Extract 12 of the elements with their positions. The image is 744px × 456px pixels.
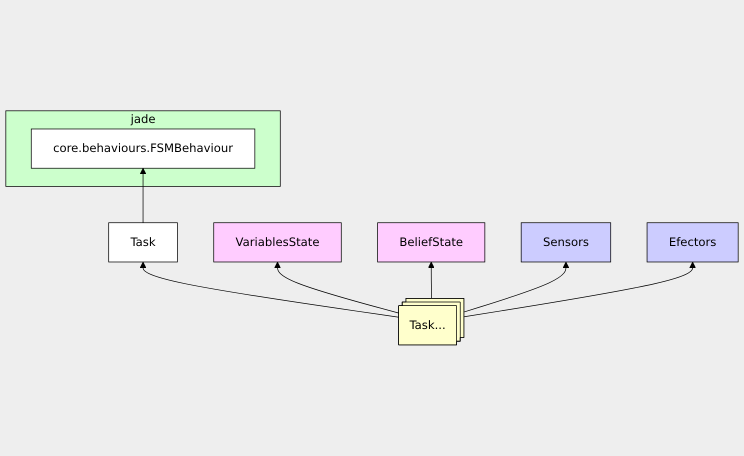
node-box: Sensors (520, 222, 612, 263)
node-box: Task (108, 222, 178, 263)
node-box: VariablesState (213, 222, 342, 263)
node-box: core.behaviours.FSMBehaviour (30, 128, 256, 169)
arrow (428, 262, 434, 300)
node-box: BeliefState (377, 222, 486, 263)
arrow (464, 262, 696, 318)
arrow (140, 262, 400, 318)
arrow (140, 168, 146, 224)
arrow (464, 262, 570, 312)
arrow (274, 262, 400, 314)
node-box: Efectors (646, 222, 739, 263)
